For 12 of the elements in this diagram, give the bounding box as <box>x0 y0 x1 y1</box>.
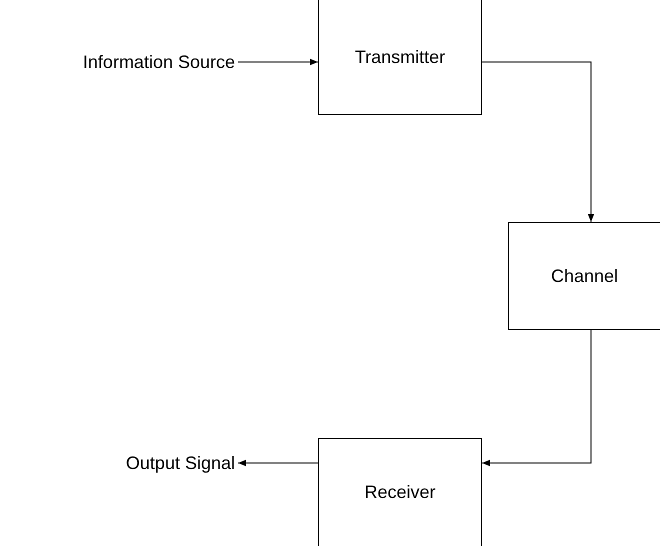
node-label: Transmitter <box>354 46 446 68</box>
arrow <box>482 62 594 222</box>
node-label: Information Source <box>82 52 235 72</box>
process-box <box>318 0 482 115</box>
arrow <box>482 330 592 466</box>
node-label: Channel <box>550 266 618 286</box>
arrow <box>238 58 318 66</box>
process-box <box>508 222 660 330</box>
node-label: Receiver <box>364 482 436 503</box>
arrow <box>238 460 318 466</box>
node-label: Output Signal <box>126 452 235 474</box>
process-box <box>318 438 482 546</box>
